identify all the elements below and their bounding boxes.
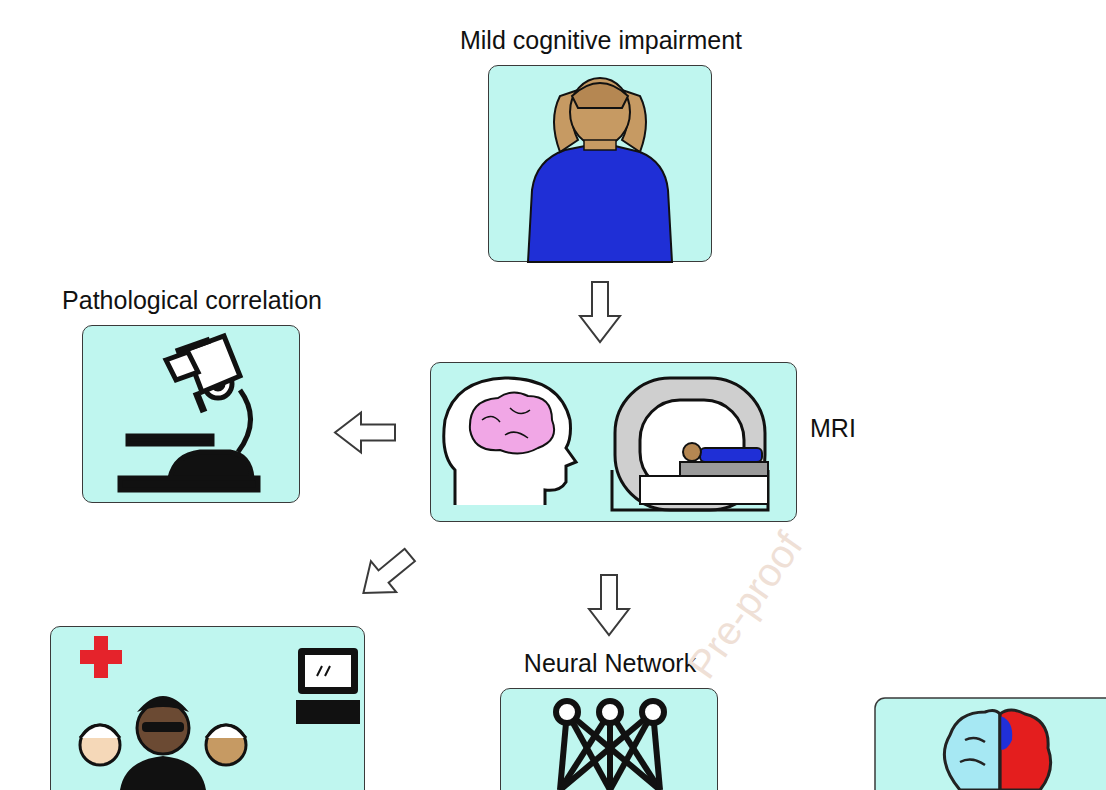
hollow-arrow (589, 575, 629, 635)
hollow-arrow (363, 549, 415, 593)
brain-map-panel (875, 698, 1106, 790)
medical-team-icon (80, 636, 360, 790)
watermark: Pre-proof (679, 524, 812, 686)
process-box: Neural Network (500, 688, 718, 790)
hollow-arrow (580, 282, 620, 342)
person-icon (528, 78, 672, 262)
box-heading: Pathological correlation (62, 287, 322, 315)
mri-scanner-icon (612, 378, 768, 510)
process-box: MRI (430, 362, 797, 522)
brain-head-icon (444, 378, 576, 505)
box-heading: Neural Network (524, 650, 696, 678)
process-box (50, 626, 365, 790)
hollow-arrow (335, 413, 395, 453)
microscope-icon (120, 336, 258, 490)
box-heading: MRI (810, 415, 856, 443)
process-box: Mild cognitive impairment (488, 65, 712, 262)
process-box: Pathological correlation (82, 325, 300, 503)
neural-network-icon (556, 701, 664, 790)
box-heading: Mild cognitive impairment (460, 27, 742, 55)
